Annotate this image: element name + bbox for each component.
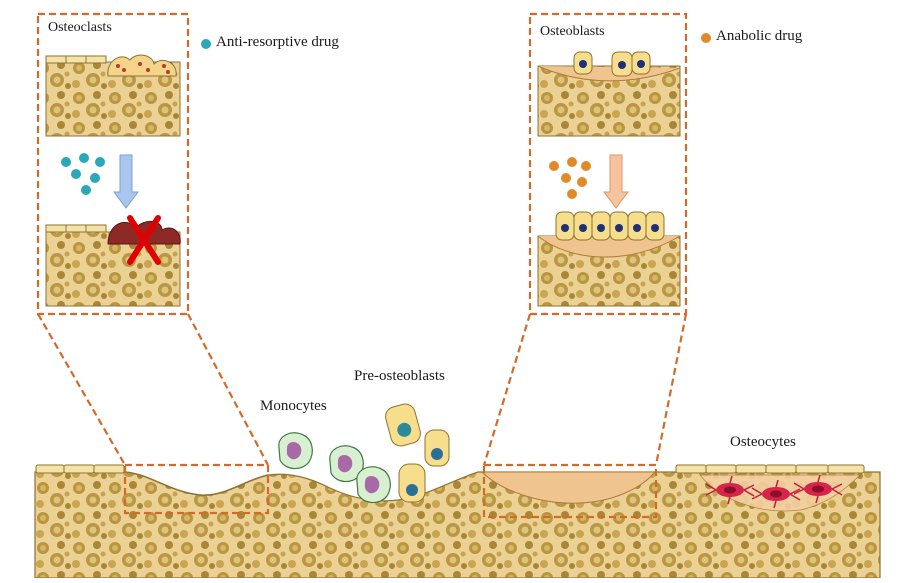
osteoblast-cells-after [555,211,665,241]
osteocyte-cells [705,474,843,509]
osteocytes-label: Osteocytes [730,434,796,450]
lining-cells-left [35,464,125,474]
pre-osteoblasts-label: Pre-osteoblasts [354,368,445,384]
pre-osteoblast-cells [385,403,450,503]
zoom-connectors [37,313,688,519]
anti-resorptive-drug-dots [61,153,105,195]
osteoclast-cells [107,54,177,77]
lining-cells-right [675,464,865,474]
monocyte-cells [278,432,391,504]
inset-osteoblasts [528,12,688,316]
osteoclasts-label: Osteoclasts [48,20,112,35]
anti-resorptive-legend-icon [201,39,211,49]
osteoblasts-label: Osteoblasts [540,24,605,39]
inset-osteoclasts [36,12,190,316]
down-arrow-orange [603,154,629,209]
inhibition-x-mark [127,215,161,265]
anti-resorptive-legend-label: Anti-resorptive drug [216,34,339,50]
monocytes-label: Monocytes [260,398,327,414]
down-arrow-blue [113,154,139,209]
anabolic-legend-label: Anabolic drug [716,28,803,44]
anabolic-drug-dots [549,157,591,199]
anabolic-legend-icon [701,33,711,43]
osteoblast-cells-before [573,51,651,77]
